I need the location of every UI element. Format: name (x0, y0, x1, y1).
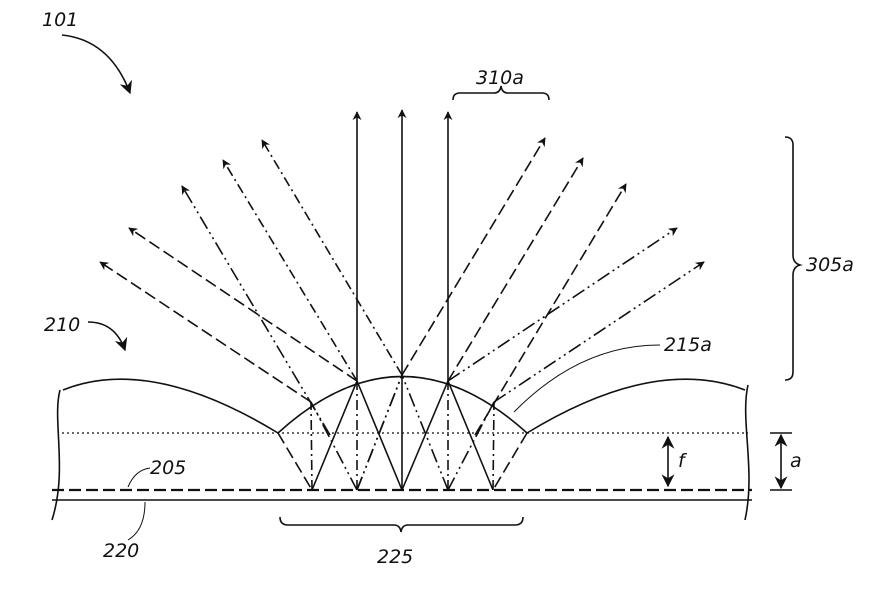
label-f: f (678, 450, 688, 472)
label-220: 220 (103, 540, 139, 562)
arrow-101 (61, 34, 132, 95)
leader-205 (127, 467, 151, 488)
leader-215a (513, 344, 661, 413)
label-101: 101 (42, 9, 78, 31)
leader-220 (127, 501, 146, 541)
brace-305a (784, 136, 803, 381)
label-210: 210 (44, 314, 80, 336)
label-225: 225 (377, 546, 413, 568)
substrate (51, 384, 752, 521)
label-205: 205 (150, 457, 186, 479)
label-215a: 215a (664, 334, 712, 356)
label-305a: 305a (806, 254, 854, 276)
brace-225 (279, 516, 524, 533)
label-310a: 310a (476, 67, 524, 89)
inner-rays (277, 374, 528, 491)
lens-right (526, 378, 746, 434)
output-rays (99, 109, 705, 436)
arrow-210 (87, 321, 128, 352)
lens-left (62, 378, 279, 434)
brace-310a (452, 85, 550, 101)
label-a: a (790, 450, 802, 472)
